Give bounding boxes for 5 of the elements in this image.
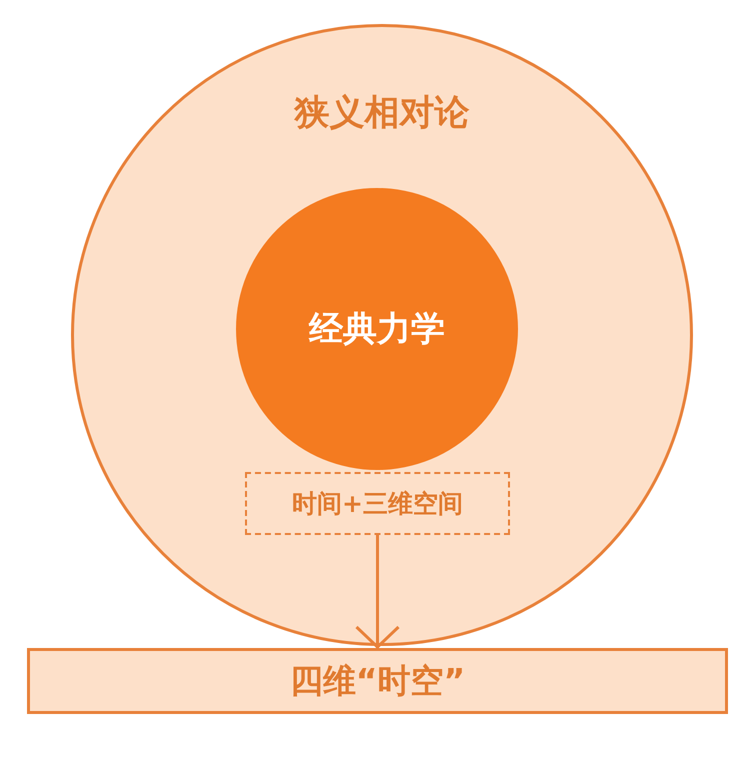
inner-circle: 经典力学 <box>236 188 518 470</box>
dashed-box: 时间+三维空间 <box>245 472 510 535</box>
arrow <box>355 535 400 648</box>
circle-label: 狭义相对论 <box>292 92 470 135</box>
rectangle-box: 四维“时空” <box>27 648 728 714</box>
